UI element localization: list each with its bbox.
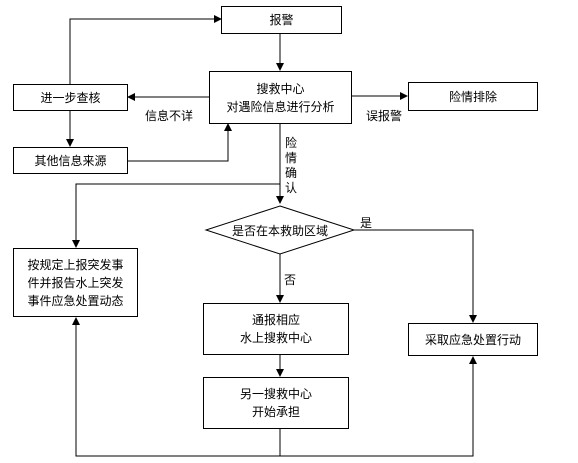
other-sources-text: 其他信息来源 (34, 153, 107, 168)
label-danger-confirmed: 险情确认 (284, 136, 297, 195)
decision-diamond (204, 205, 356, 255)
arrow-bottom-to-report (72, 317, 280, 457)
assume-line2: 开始承担 (251, 405, 300, 419)
label-yes: 是 (360, 216, 373, 230)
verify-text: 进一步查核 (40, 90, 101, 105)
arrow-other-to-center (128, 123, 232, 162)
arrow-bottom-to-action (279, 356, 477, 457)
decision-text: 是否在本救助区域 (231, 224, 328, 238)
report-text: 按规定上报突发事件并报告水上突发事件应急处置动态 (27, 257, 124, 308)
report-box: 按规定上报突发事件并报告水上突发事件应急处置动态 (13, 248, 138, 317)
alarm-box: 报警 (221, 6, 342, 34)
label-false-alarm: 误报警 (366, 109, 403, 123)
danger-cleared-text: 险情排除 (448, 89, 497, 104)
label-no: 否 (284, 273, 297, 287)
verify-box: 进一步查核 (13, 84, 128, 111)
assume-line1: 另一搜救中心 (239, 387, 312, 401)
danger-cleared-box: 险情排除 (408, 82, 538, 111)
notify-line2: 水上搜救中心 (239, 331, 312, 345)
other-sources-box: 其他信息来源 (13, 147, 128, 174)
search-center-line2: 对遇险信息进行分析 (226, 99, 335, 114)
label-info-unclear: 信息不详 (145, 109, 194, 123)
emergency-action-box: 采取应急处置行动 (408, 323, 538, 356)
emergency-action-text: 采取应急处置行动 (424, 332, 521, 347)
notify-box: 通报相应 水上搜救中心 (203, 303, 349, 355)
search-center-box: 搜救中心 对遇险信息进行分析 (209, 71, 352, 124)
notify-line1: 通报相应 (251, 313, 300, 327)
arrow-branch-to-report (72, 183, 280, 248)
arrow-verify-to-alarm (69, 15, 222, 84)
alarm-text: 报警 (269, 13, 294, 27)
search-center-line1: 搜救中心 (256, 81, 305, 96)
assume-box: 另一搜救中心 开始承担 (203, 377, 349, 429)
arrow-decision-to-action (354, 229, 477, 323)
